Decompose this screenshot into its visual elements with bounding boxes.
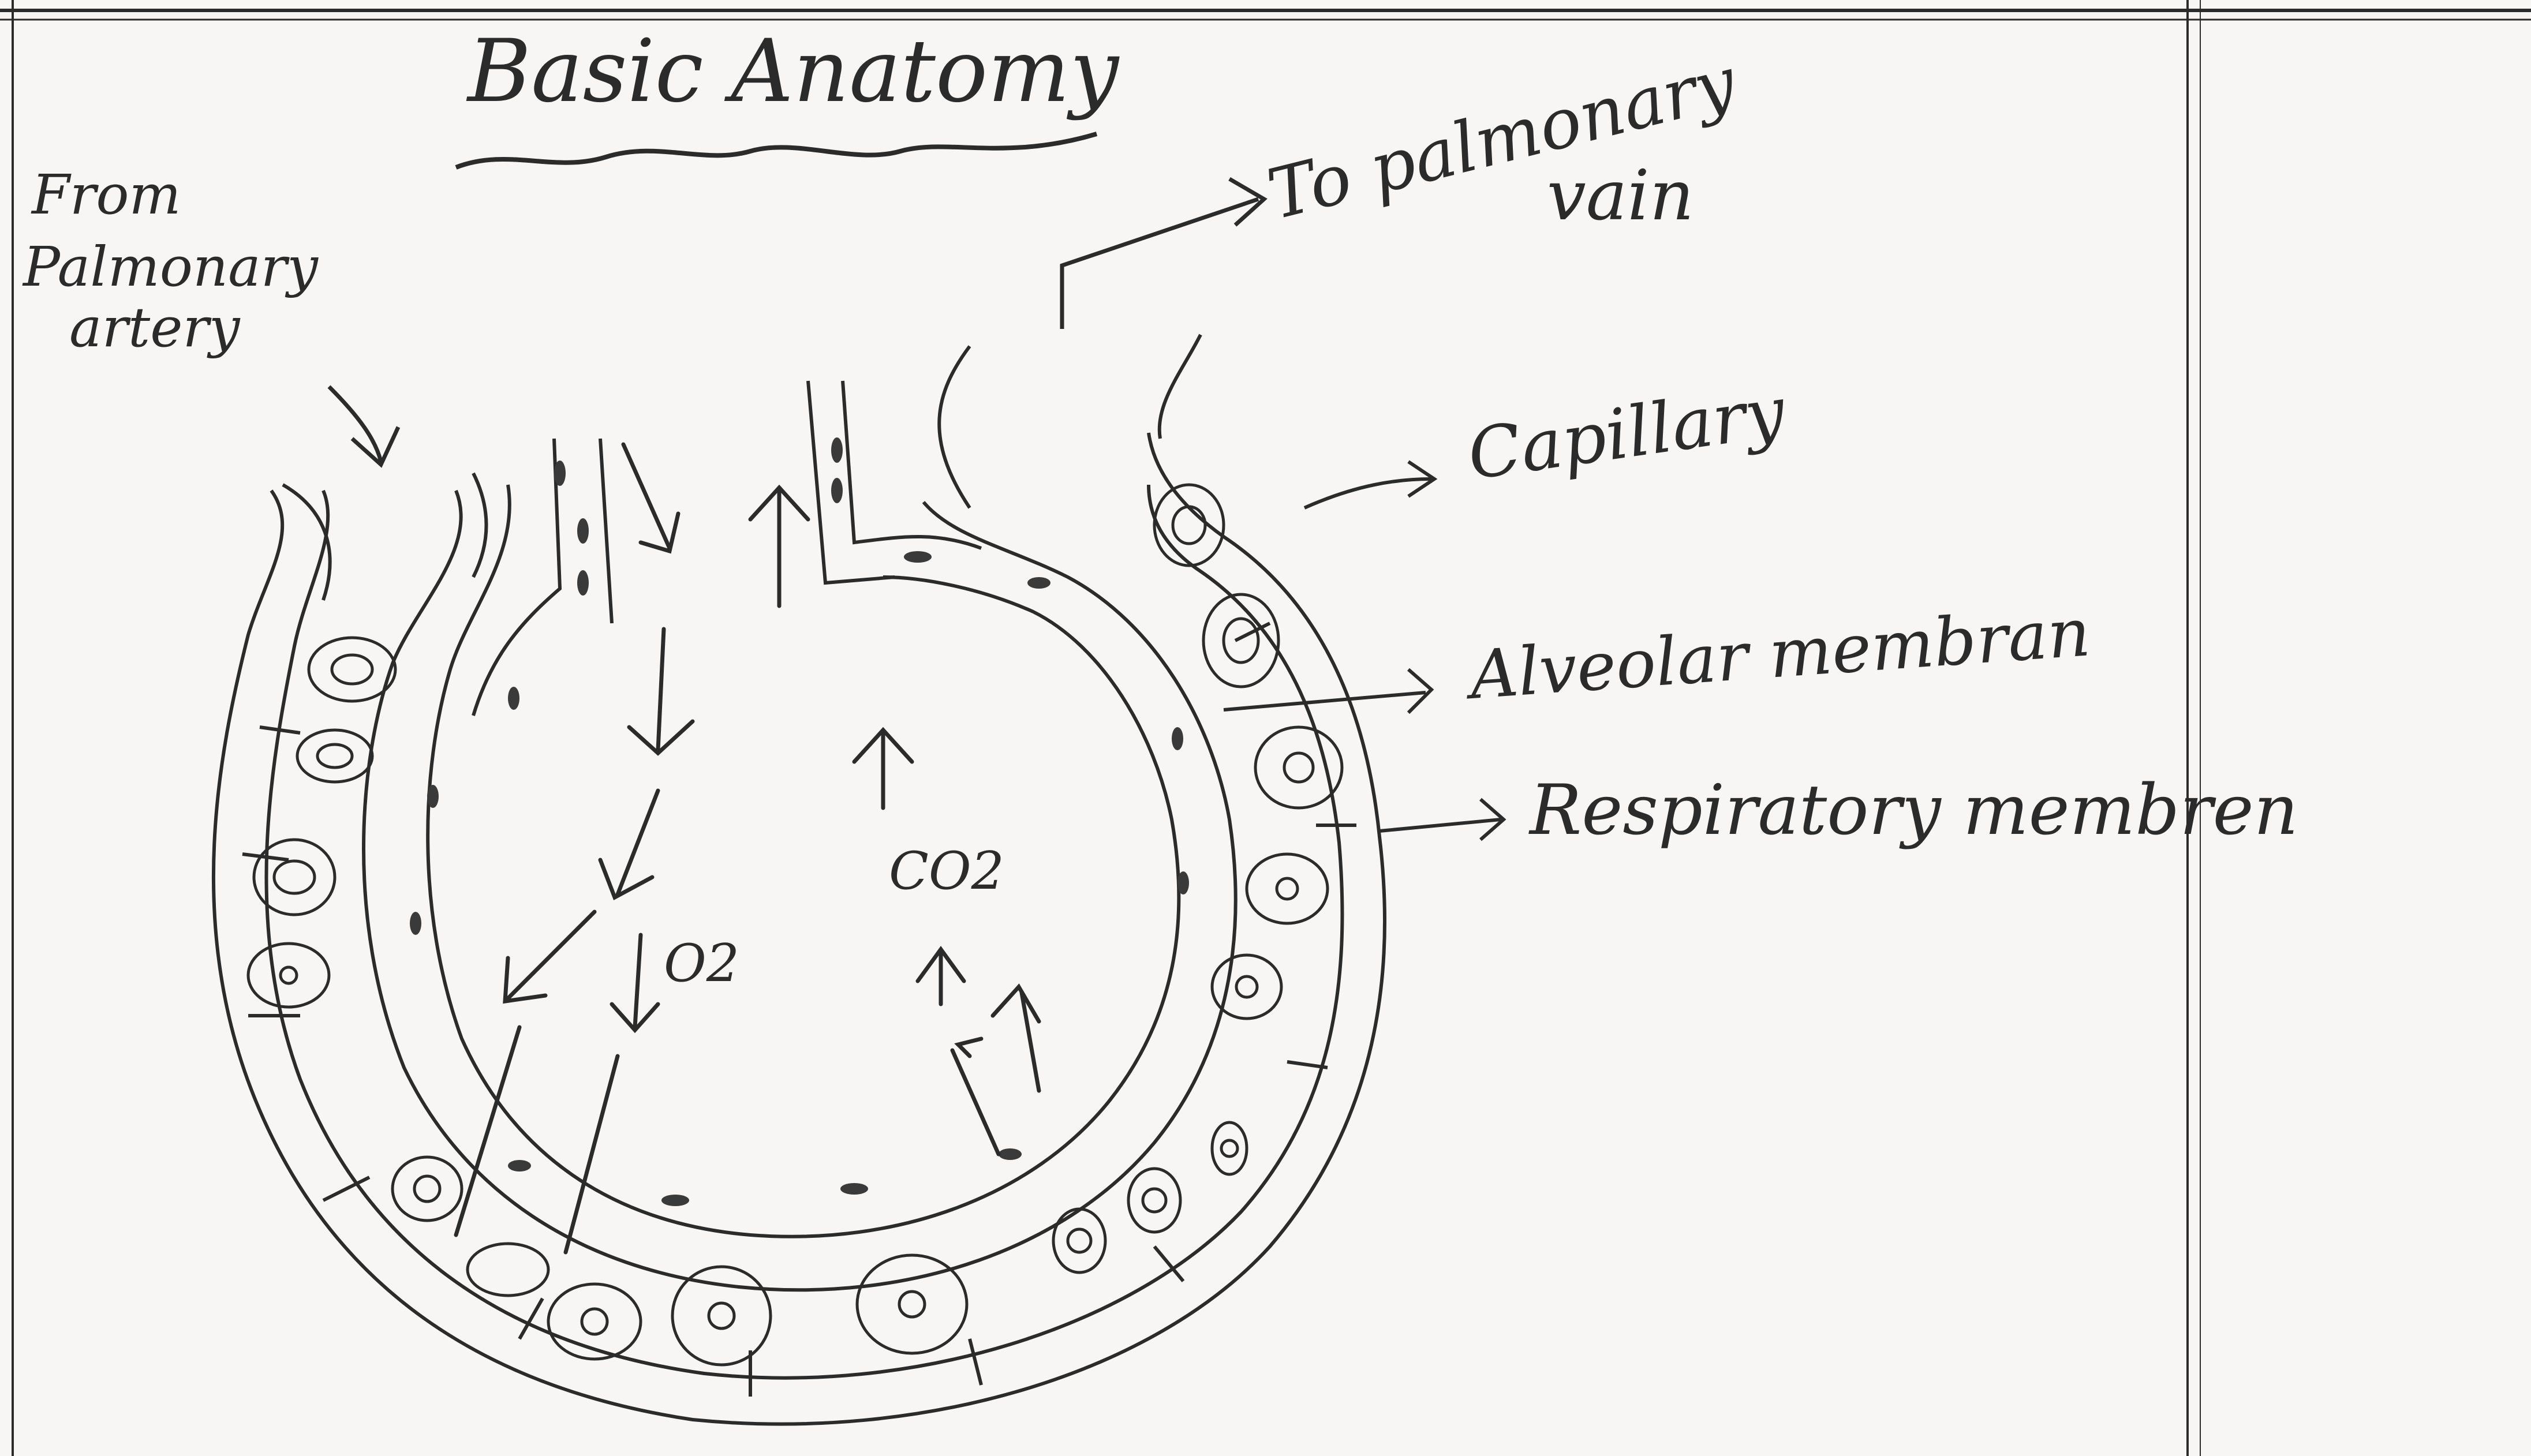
alveolus [214,335,1385,1424]
cell-8 [672,1267,771,1365]
o2-arrow-3-shaft [508,912,595,998]
cell-11-nucleus [1143,1189,1166,1212]
cell-10 [1053,1209,1105,1272]
capillary-label-group: Capillary [1304,372,1791,508]
nucleus-dot-12 [661,1195,689,1206]
artery-inlet-curve-2 [473,473,487,577]
to-vein-label-line2: vain [1547,156,1694,236]
alveolar-membrane-label-group: Alveolar membran [1224,594,2093,714]
cell-17-nucleus [1173,507,1205,544]
nucleus-dot-2 [577,518,589,544]
capillary-label: Capillary [1463,372,1791,496]
from-label-line1: From [31,163,181,227]
to-pulmonary-vein-label: To palmonary vain [1062,42,1744,329]
cell-divider-7 [970,1339,981,1385]
o2-arrow-1-shaft [658,629,664,750]
o2-diffuse-line-1 [456,1027,519,1235]
membrane-nuclei [410,437,1189,1206]
cell-7-nucleus [582,1309,607,1334]
cell-1-nucleus [332,655,372,684]
airway-right-wall-outer [843,381,981,548]
nucleus-dot-4 [831,437,843,463]
nucleus-dot-6 [904,551,932,563]
artery-inlet-curve [283,485,330,600]
cell-1 [309,638,395,701]
nucleus-dot-15 [1177,871,1189,894]
from-label-line2: Palmonary [22,235,319,299]
o2-arrow-entry-shaft [623,444,670,548]
cell-5-nucleus [414,1176,440,1202]
cell-8-nucleus [709,1303,734,1328]
nucleus-dot-1 [554,461,566,486]
nucleus-dot-14 [999,1148,1022,1160]
cell-12-nucleus [1221,1140,1238,1156]
alveolar-arrow-shaft [1224,693,1426,710]
nucleus-dot-3 [577,570,589,596]
from-arrow-shaft [329,387,381,462]
o2-arrow-4-shaft [635,935,641,1027]
cell-3-nucleus [274,861,315,893]
cell-17 [1154,485,1224,566]
cell-4 [248,944,329,1007]
cell-13 [1212,955,1281,1019]
nucleus-dot-9 [427,785,439,808]
nucleus-dot-13 [840,1183,868,1195]
alveolar-inner-wall [428,485,1179,1237]
cell-16-nucleus [1224,619,1258,663]
o2-arrow-entry-head [641,514,678,551]
cell-9-nucleus [899,1292,925,1317]
co2-diffuse-head-1 [958,1039,981,1056]
from-label-line3: artery [69,296,241,360]
airway-left-wall-inner [600,439,612,623]
diagram-title: Basic Anatomy [466,21,1120,122]
outer-capillary-wall [214,433,1385,1424]
cell-9 [857,1255,967,1353]
cell-4-nucleus [281,967,297,983]
nucleus-dot-10 [410,912,421,935]
co2-arrow-3-head [993,987,1039,1021]
cell-2 [297,730,372,782]
respiratory-arrow-shaft [1379,819,1501,831]
cell-14 [1247,854,1328,923]
respiratory-membrane-label-group: Respiratory membren [1379,770,2298,851]
cell-10-nucleus [1068,1229,1091,1252]
cell-6 [468,1244,548,1296]
alveolar-membrane-label: Alveolar membran [1463,594,2093,714]
cell-2-nucleus [317,744,352,768]
to-vein-arrow-shaft [1062,199,1258,329]
alveolar-outer-wall [364,491,1236,1290]
o2-label: O2 [664,933,739,994]
outer-capillary-inner-wall [266,485,1342,1378]
capillary-branch-top-right [1160,335,1201,439]
cell-15 [1255,727,1342,808]
cell-12 [1212,1122,1247,1174]
nucleus-dot-8 [508,687,519,710]
nucleus-dot-5 [831,478,843,503]
co2-label: CO2 [889,841,1004,901]
title-underline [456,134,1097,167]
cell-13-nucleus [1236,976,1257,997]
nucleus-dot-11 [508,1160,531,1171]
co2-diffuse-line-1 [952,1050,999,1154]
capillary-branch-top-left [939,346,970,508]
from-pulmonary-artery-label: From Palmonary artery [22,163,398,465]
cell-16 [1203,594,1278,687]
cell-15-nucleus [1284,753,1313,782]
cell-11 [1128,1169,1180,1232]
alveolar-arrow-head [1408,669,1431,713]
o2-arrow-2-head [600,860,652,897]
o2-diffuse-line-2 [566,1056,618,1252]
airway-left-wall-outer [473,439,560,716]
cell-14-nucleus [1277,878,1298,899]
nucleus-dot-7 [1027,577,1050,589]
cell-5 [392,1157,462,1221]
respiratory-membrane-label: Respiratory membren [1528,770,2298,851]
nucleus-dot-16 [1172,727,1183,750]
cell-divider-5 [519,1298,543,1339]
